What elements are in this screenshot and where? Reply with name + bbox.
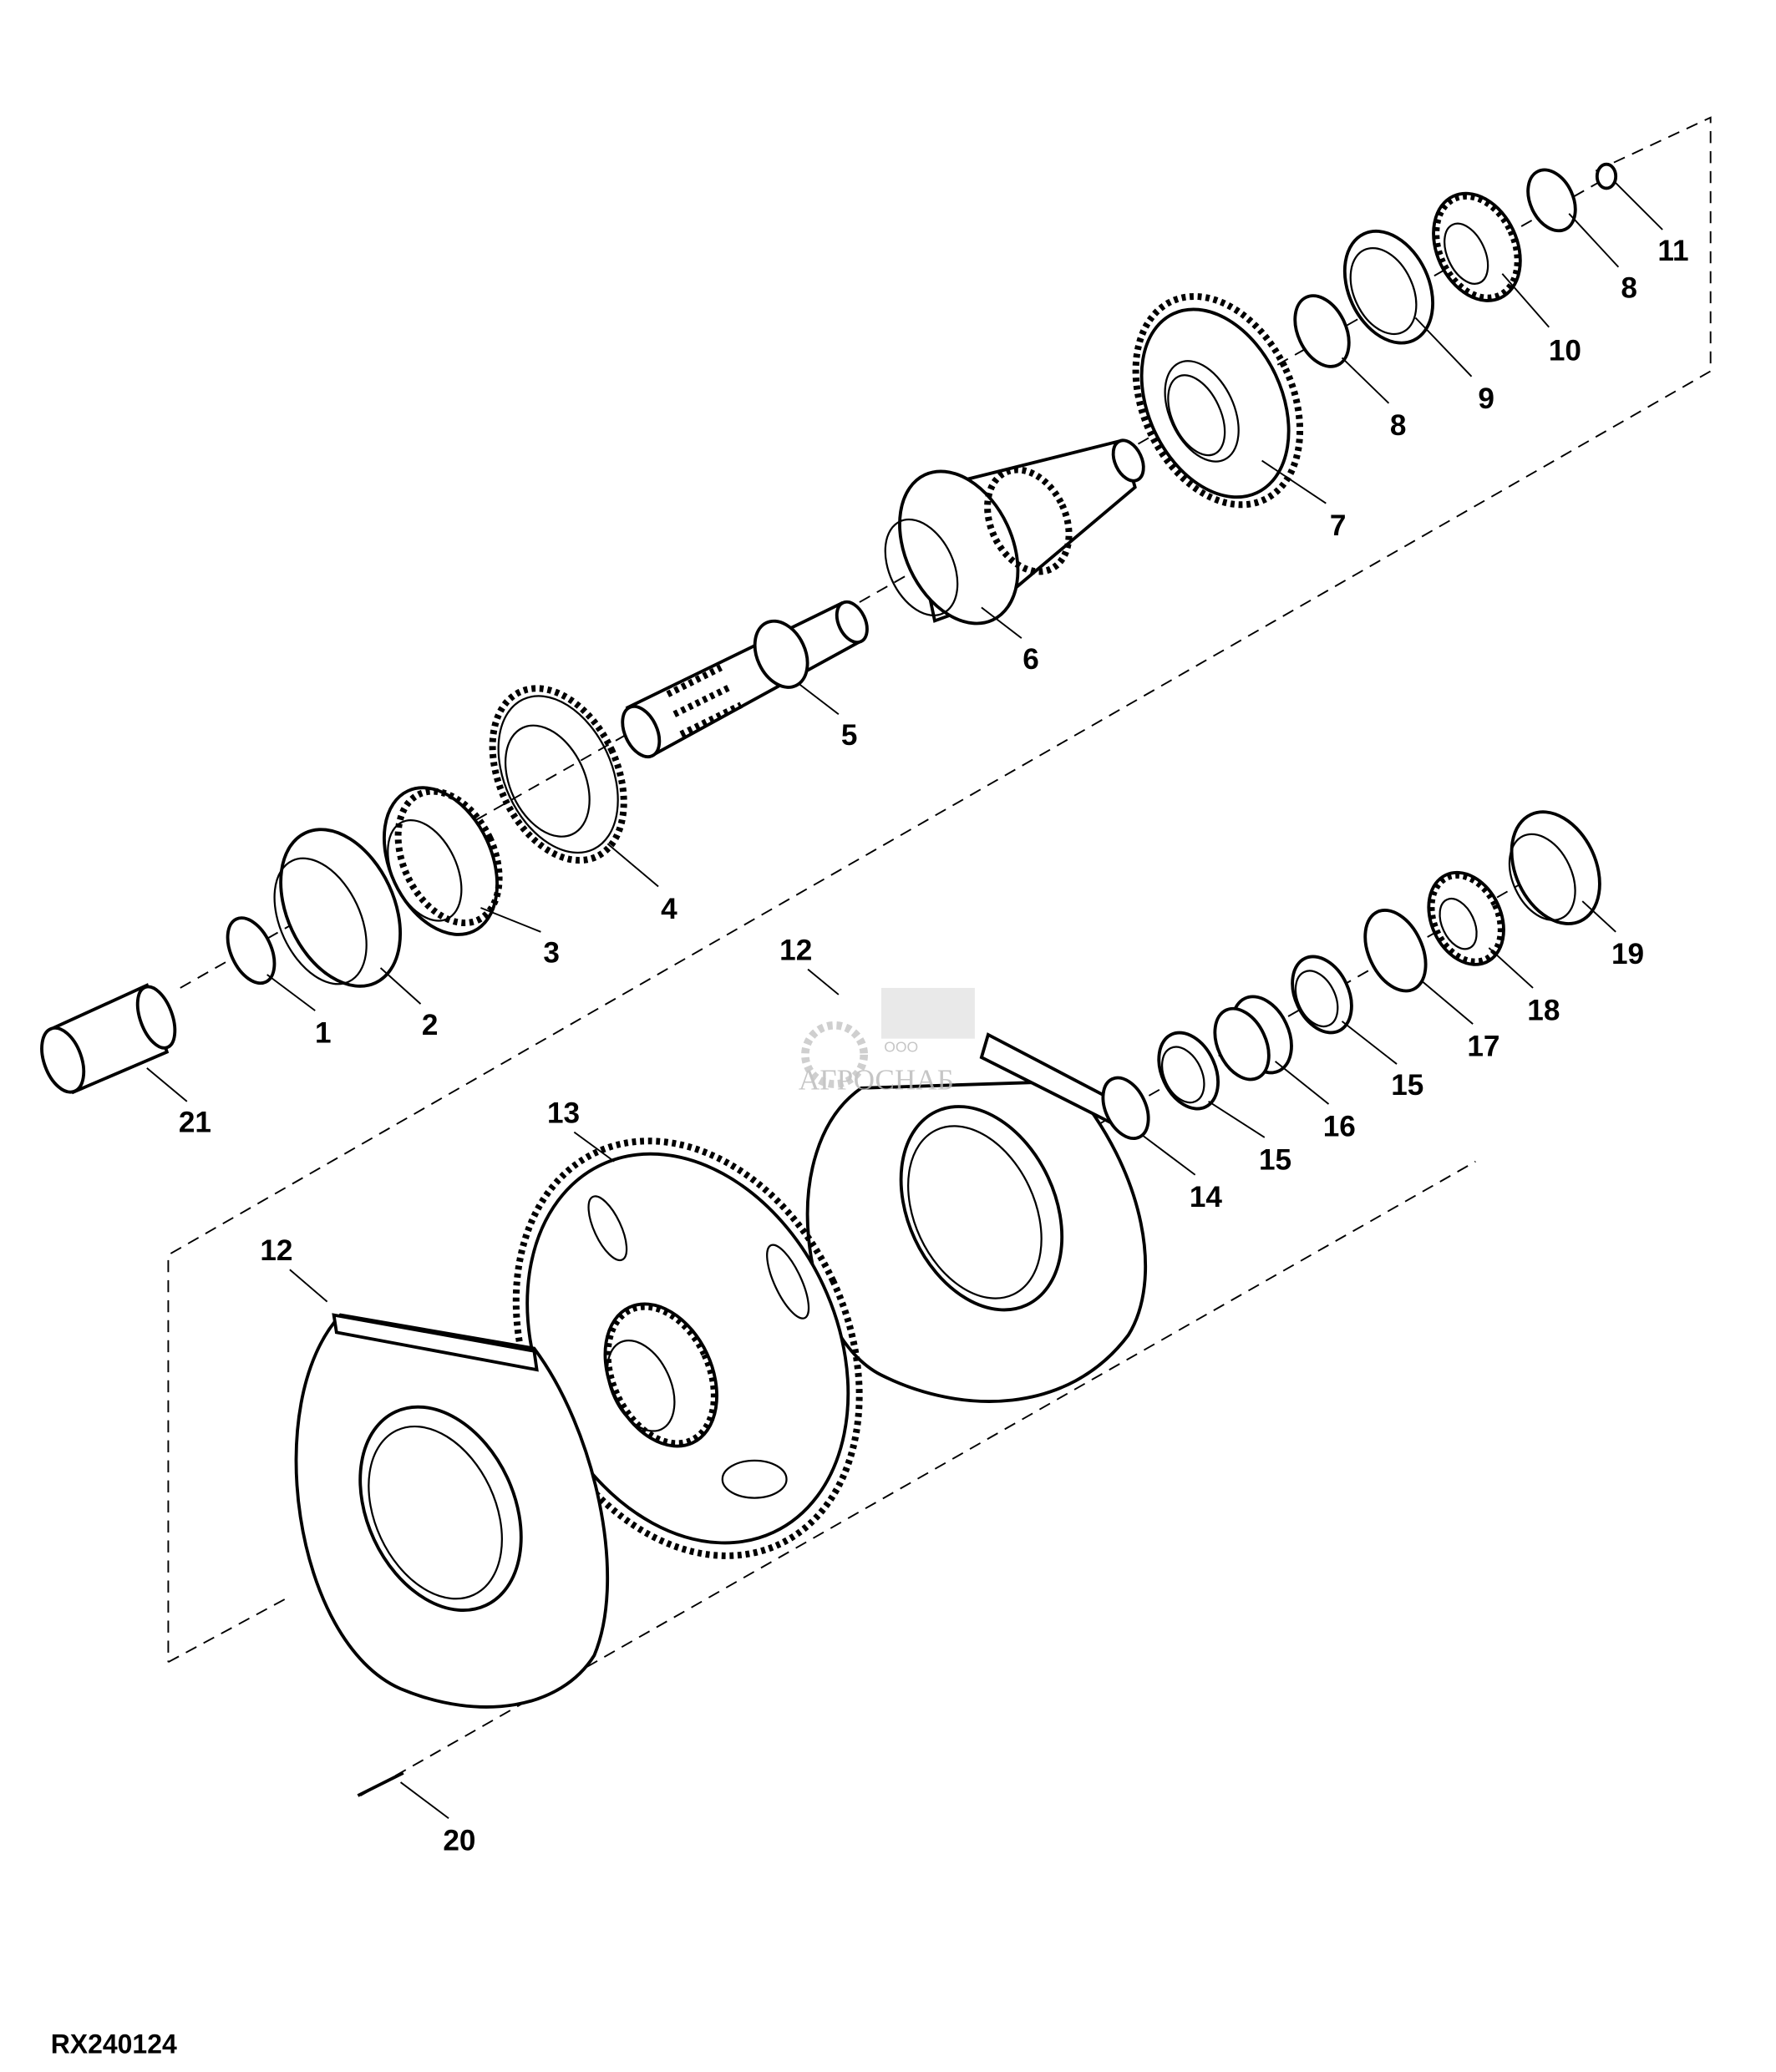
callout-16: 16 <box>1323 1110 1356 1142</box>
callout-9: 9 <box>1478 382 1494 415</box>
part-15-seal[interactable] <box>1281 947 1362 1042</box>
part-10-coupler-gear[interactable] <box>1417 180 1537 315</box>
part-6-hub-shaft[interactable] <box>871 436 1150 643</box>
part-19-bearing-cup[interactable] <box>1494 798 1616 938</box>
part-11-plug[interactable] <box>1595 162 1618 190</box>
callout-21: 21 <box>179 1107 211 1139</box>
watermark-brand: АГРОСНАБ <box>799 1063 954 1096</box>
callout-13: 13 <box>547 1097 580 1129</box>
callout-12: 12 <box>260 1234 292 1267</box>
callout-8: 8 <box>1621 272 1637 305</box>
part-2-bearing-cup[interactable] <box>256 810 424 1006</box>
callout-17: 17 <box>1467 1030 1499 1062</box>
part-13-bull-gear[interactable] <box>451 1085 925 1613</box>
part-16-spacer[interactable] <box>1205 987 1303 1088</box>
part-15-seal[interactable] <box>1147 1023 1229 1118</box>
callout-2: 2 <box>422 1009 439 1041</box>
part-12-shield[interactable] <box>805 1032 1148 1403</box>
callout-14: 14 <box>1190 1181 1223 1213</box>
part-8-snap-ring[interactable] <box>1285 287 1360 375</box>
callout-3: 3 <box>543 937 560 970</box>
part-5-splined-shaft[interactable] <box>615 597 873 762</box>
callout-15: 15 <box>1391 1069 1423 1102</box>
part-21-pin[interactable] <box>33 982 182 1098</box>
assembly-boundary <box>167 116 1712 1796</box>
callout-8: 8 <box>1390 409 1407 442</box>
callout-18: 18 <box>1527 994 1560 1026</box>
leader-lines <box>146 182 1663 1819</box>
part-8-snap-ring[interactable] <box>1519 162 1585 238</box>
callout-20: 20 <box>443 1825 475 1857</box>
callout-4: 4 <box>661 893 677 925</box>
callout-7: 7 <box>1330 509 1347 542</box>
callout-6: 6 <box>1022 643 1039 676</box>
part-12-shield[interactable] <box>294 1313 610 1709</box>
part-1-snap-ring[interactable] <box>218 910 284 990</box>
part-7-helical-gear[interactable] <box>1104 270 1332 531</box>
callout-labels: 11 8 10 9 8 7 6 5 4 3 2 1 21 12 13 14 15… <box>179 235 1689 1857</box>
callout-10: 10 <box>1549 335 1581 367</box>
part-20-pin[interactable] <box>357 1771 404 1797</box>
part-4-toothed-disc[interactable] <box>466 667 649 881</box>
agrosnab-watermark: ООО АГРОСНАБ <box>799 987 975 1096</box>
part-17-shim[interactable] <box>1353 900 1438 1001</box>
callout-12: 12 <box>779 934 812 966</box>
part-14-ring[interactable] <box>1094 1071 1158 1146</box>
part-18-bearing-cone[interactable] <box>1414 860 1518 976</box>
drawing-id: RX240124 <box>51 2029 177 2059</box>
callout-5: 5 <box>841 719 858 752</box>
callout-1: 1 <box>315 1016 332 1049</box>
callout-11: 11 <box>1657 235 1688 267</box>
part-9-synchronizer-ring[interactable] <box>1327 217 1449 357</box>
watermark-prefix: ООО <box>884 1039 918 1056</box>
part-3-bearing-cone[interactable] <box>362 769 519 952</box>
callout-15: 15 <box>1259 1143 1291 1176</box>
callout-19: 19 <box>1611 938 1644 970</box>
